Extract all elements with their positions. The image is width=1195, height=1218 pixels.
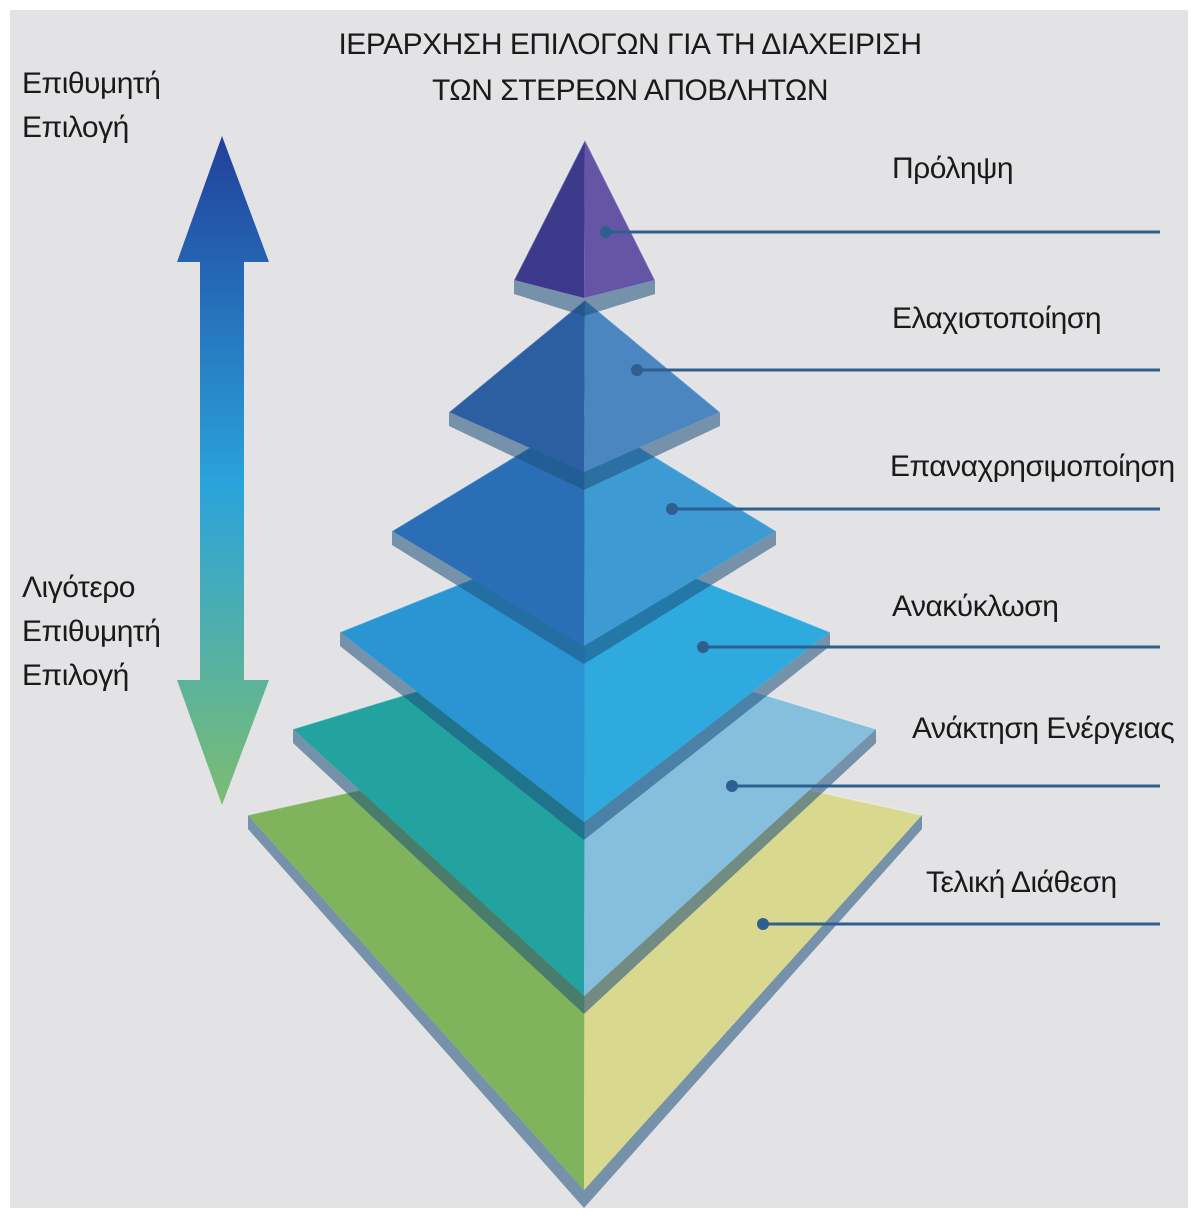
bottom-axis-label: Λιγότερο Επιθυμητή Επιλογή (22, 566, 161, 698)
bottom-axis-label-line-1: Λιγότερο (22, 571, 135, 604)
leader-dot-4 (697, 641, 709, 653)
diagram-title-line-2: ΤΩΝ ΣΤΕΡΕΩΝ ΑΠΟΒΛΗΤΩΝ (432, 74, 828, 107)
preference-double-arrow (177, 136, 269, 805)
tier-edge-2 (449, 412, 720, 490)
tier-edge-1 (514, 280, 655, 316)
top-axis-label-line-1: Επιθυμητή (22, 67, 161, 100)
tier-2-left-face (449, 300, 585, 472)
level-label-6: Τελική Διάθεση (926, 866, 1117, 899)
tier-3-left-face (392, 414, 585, 646)
top-axis-label-line-2: Επιλογή (22, 111, 129, 144)
bottom-axis-label-line-3: Επιλογή (22, 659, 129, 692)
level-label-4: Ανακύκλωση (892, 590, 1059, 623)
leader-dot-6 (757, 918, 769, 930)
leader-dot-2 (631, 364, 643, 376)
level-label-3: Επαναχρησιμοποίηση (890, 450, 1175, 483)
preference-arrow-shape (177, 136, 269, 805)
leader-dot-3 (666, 503, 678, 515)
level-label-1: Πρόληψη (892, 152, 1014, 185)
tier-1-left-face (514, 140, 585, 298)
tier-2-right-face (584, 300, 720, 472)
tier-1-right-face (584, 140, 655, 298)
top-axis-label: Επιθυμητή Επιλογή (22, 62, 161, 150)
leader-dot-5 (726, 780, 738, 792)
level-label-5: Ανάκτηση Ενέργειας (912, 712, 1175, 745)
leader-dot-1 (600, 226, 612, 238)
bottom-axis-label-line-2: Επιθυμητή (22, 615, 161, 648)
leader-lines (600, 226, 1160, 930)
tier-3-right-face (584, 414, 776, 646)
pyramid-tiers (247, 138, 923, 1208)
level-label-2: Ελαχιστοποίηση (892, 302, 1102, 335)
diagram-title-line-1: ΙΕΡΑΡΧΗΣΗ ΕΠΙΛΟΓΩΝ ΓΙΑ ΤΗ ΔΙΑΧΕΙΡΙΣΗ (338, 28, 922, 61)
